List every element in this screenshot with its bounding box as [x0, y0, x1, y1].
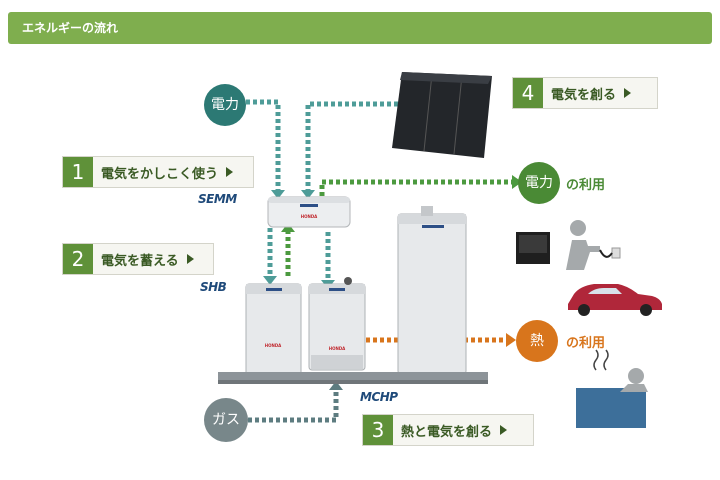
- battery-unit: HONDA: [308, 277, 366, 371]
- arrowhead-shb: [263, 276, 277, 285]
- step-3-label: 3 熱と電気を創る: [362, 414, 534, 446]
- semm-unit: HONDA: [267, 196, 351, 228]
- grid-power-circle: 電力: [204, 84, 246, 126]
- semm-device-brand: HONDA: [301, 214, 318, 219]
- step-2-label: 2 電気を蓄える: [62, 243, 214, 275]
- bath-icon: [576, 349, 648, 428]
- flow-solar-to-semm: [305, 101, 398, 190]
- shb-unit: HONDA: [245, 283, 302, 381]
- heat-output-label: 熱: [530, 333, 544, 349]
- gas-label: ガス: [212, 412, 240, 428]
- mchp-brand-label: MCHP: [360, 390, 398, 404]
- gas-circle: ガス: [204, 398, 248, 442]
- power-output-label: 電力: [525, 175, 553, 191]
- flow-semm-to-power: [319, 179, 512, 196]
- heat-output-circle: 熱: [516, 320, 558, 362]
- step-1-text: 電気をかしこく使う: [101, 166, 219, 182]
- shb-brand-label: SHB: [200, 280, 227, 294]
- arrowhead-grid: [271, 190, 285, 199]
- arrowhead-solar: [301, 190, 315, 199]
- step-3-text: 熱と電気を創る: [401, 424, 493, 440]
- play-triangle-icon: [500, 425, 508, 435]
- mchp-unit: [397, 206, 467, 375]
- play-triangle-icon: [226, 167, 234, 177]
- semm-brand-label: SEMM: [198, 192, 237, 206]
- arrowhead-power: [512, 175, 522, 189]
- step-2-text: 電気を蓄える: [101, 253, 179, 269]
- section-title: エネルギーの流れ: [22, 21, 119, 35]
- person-plugging-icon: [566, 220, 621, 270]
- step-3-number: 3: [363, 415, 393, 445]
- power-output-circle: 電力: [518, 162, 560, 204]
- play-triangle-icon: [186, 254, 194, 264]
- step-1-label: 1 電気をかしこく使う: [62, 156, 254, 188]
- flow-gas-to-mchp: [248, 390, 339, 423]
- flow-grid-to-semm: [246, 99, 281, 190]
- arrowhead-heat: [506, 333, 516, 347]
- battery-device-brand: HONDA: [329, 346, 346, 351]
- shb-device-brand: HONDA: [265, 343, 282, 348]
- play-triangle-icon: [624, 88, 632, 98]
- step-1-number: 1: [63, 157, 93, 187]
- solar-panel: [392, 72, 492, 158]
- car-icon: [568, 284, 662, 316]
- step-4-number: 4: [513, 78, 543, 108]
- step-2-number: 2: [63, 244, 93, 274]
- step-4-label: 4 電気を創る: [512, 77, 658, 109]
- base-platform: [218, 372, 488, 382]
- section-header: エネルギーの流れ: [8, 12, 712, 44]
- grid-power-label: 電力: [211, 97, 239, 113]
- heat-use-text: の利用: [566, 336, 606, 351]
- arrowhead-gas: [329, 381, 343, 390]
- tv-icon: [516, 232, 550, 264]
- step-4-text: 電気を創る: [551, 87, 617, 103]
- power-use-text: の利用: [566, 178, 606, 193]
